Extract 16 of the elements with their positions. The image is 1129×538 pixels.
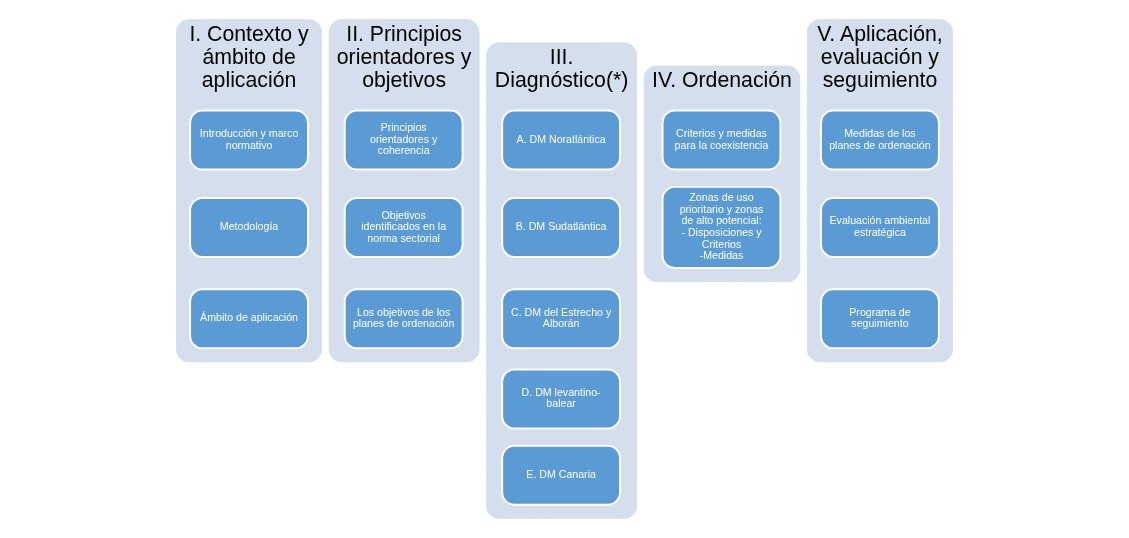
node-box: Principios orientadores y coherencia (343, 109, 464, 171)
node-box: C. DM del Estrecho y Alborán (501, 288, 621, 350)
node-box: Programa de seguimiento (820, 288, 940, 350)
node-box: Medidas de los planes de ordenación (820, 109, 940, 171)
node-box: A. DM Noratlántica (501, 109, 621, 171)
node-box: Metodología (189, 197, 309, 258)
node-box: Zonas de uso prioritario y zonas de alto potencial: - Disposiciones y Criterios -Medidas (661, 185, 782, 269)
node-box: B. DM Sudatlántica (501, 197, 621, 258)
node-box: Objetivos identificados en la norma sectorial (343, 197, 464, 258)
node-box: Criterios y medidas para la coexistencia (661, 109, 782, 171)
node-box: Ámbito de aplicación (189, 288, 309, 350)
node-box: Los objetivos de los planes de ordenación (343, 288, 464, 350)
node-box: Evaluación ambiental estratégica (820, 197, 940, 258)
node-box: Introducción y marco normativo (189, 109, 309, 171)
node-box: D. DM levantino-balear (501, 368, 621, 430)
node-box: E. DM Canaria (501, 444, 621, 506)
